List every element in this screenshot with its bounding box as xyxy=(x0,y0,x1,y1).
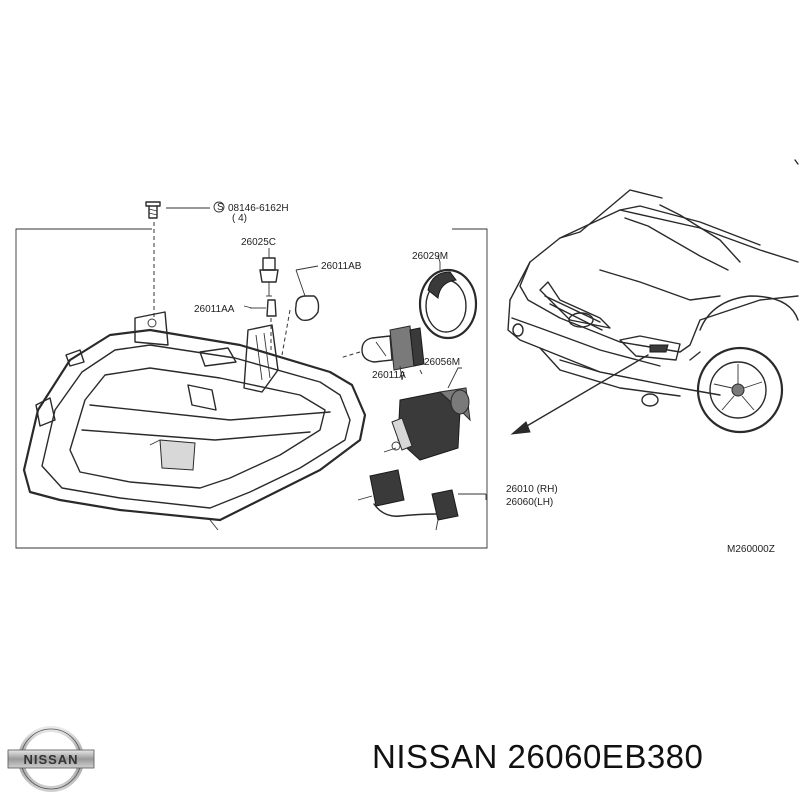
svg-text:S: S xyxy=(217,202,224,213)
label-26060-lh: 26060(LH) xyxy=(506,497,553,508)
label-26029M: 26029M xyxy=(412,251,448,262)
label-26011AB: 26011AB xyxy=(321,261,362,272)
leveling-motor-icon xyxy=(383,367,471,461)
label-26010-rh: 26010 (RH) xyxy=(506,484,558,495)
wiring-harness-icon xyxy=(357,469,459,531)
brand-name: NISSAN xyxy=(372,738,498,775)
pointer-arrow xyxy=(510,354,649,435)
label-26056M: 26056M xyxy=(424,357,460,368)
bulb-26011AA-icon xyxy=(250,299,277,350)
nissan-logo: NISSAN xyxy=(6,724,96,794)
screw-icon xyxy=(145,201,210,318)
headlamp-housing xyxy=(22,311,367,531)
part-title: NISSAN 26060EB380 xyxy=(372,738,792,782)
label-26011AA: 26011AA xyxy=(194,304,235,315)
assembly-frame xyxy=(15,228,488,549)
screw-callout: S 08146-6162H ( 4) xyxy=(213,201,289,224)
bulb-socket-icon xyxy=(259,248,279,297)
bulb-26011AB-icon xyxy=(281,265,320,356)
label-26025C: 26025C xyxy=(241,237,276,248)
part-number: 26060EB380 xyxy=(507,738,704,775)
headlight-bulb-icon xyxy=(339,325,425,381)
screw-quantity: ( 4) xyxy=(232,213,247,224)
logo-text: NISSAN xyxy=(23,752,78,767)
leader-lines xyxy=(243,255,487,500)
label-26011A: 26011A xyxy=(372,370,406,381)
screw-part-number: 08146-6162H xyxy=(228,203,289,214)
diagram-code: M260000Z xyxy=(727,544,775,555)
dust-cap-icon xyxy=(418,262,478,340)
vehicle-sketch xyxy=(507,159,799,434)
